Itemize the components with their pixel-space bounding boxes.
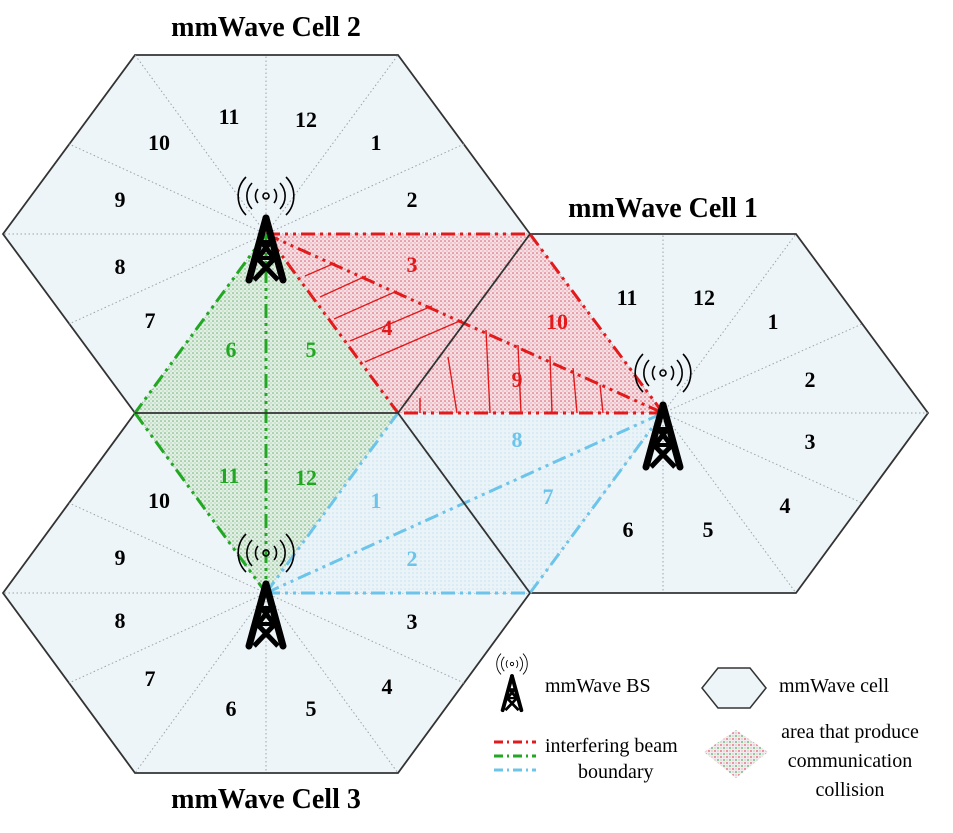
- cell-boundaries: [135, 233, 531, 594]
- cell-3-sector-11: 11: [219, 463, 240, 488]
- cell-1-sector-6: 6: [623, 517, 634, 542]
- cell-1-sector-5: 5: [703, 517, 714, 542]
- cell-2-sector-3: 3: [407, 252, 418, 277]
- cell-3-sector-3: 3: [407, 609, 418, 634]
- red-beam-boundary: [264, 232, 665, 415]
- cell-2-sector-4: 4: [382, 315, 393, 340]
- cell-2-sector-5: 5: [306, 337, 317, 362]
- cell-1-sector-4: 4: [780, 493, 791, 518]
- legend: mmWave BS mmWave cell interfering beam b…: [494, 653, 919, 801]
- legend-bs-icon: [496, 653, 528, 713]
- cell-3-sector-7: 7: [145, 666, 156, 691]
- cell-3-sector-10: 10: [148, 488, 170, 513]
- cell-3-sector-12: 12: [295, 465, 317, 490]
- cell-3-sector-6: 6: [226, 696, 237, 721]
- legend-cell-label: mmWave cell: [779, 675, 889, 697]
- cell-1-sector-10: 10: [546, 309, 568, 334]
- cell-1-sector-7: 7: [543, 484, 554, 509]
- cell-2-sector-labels: 12 1 2 3 4 5 6 7 8 9 10 11: [115, 104, 418, 362]
- cell-2-sector-8: 8: [115, 254, 126, 279]
- cell-3-sector-2: 2: [407, 546, 418, 571]
- cell-3-sector-labels: 12 1 2 3 4 5 6 7 8 9 10 11: [115, 463, 418, 721]
- cell-1-sector-11: 11: [617, 285, 638, 310]
- legend-area-label-line3: collision: [816, 779, 885, 801]
- red-collision-hatch: [304, 262, 604, 414]
- cell-3-sector-4: 4: [382, 674, 393, 699]
- cell-2-sector-9: 9: [115, 187, 126, 212]
- cell-3-sector-5: 5: [306, 696, 317, 721]
- cell-2-sector-1: 1: [371, 130, 382, 155]
- legend-area-label-line1: area that produce: [781, 721, 919, 743]
- cell-2-sector-11: 11: [219, 104, 240, 129]
- cell-2-title: mmWave Cell 2: [171, 12, 361, 43]
- cell-3-sector-9: 9: [115, 545, 126, 570]
- cell-2-sector-6: 6: [226, 337, 237, 362]
- cell-2-sector-7: 7: [145, 308, 156, 333]
- cell-3-title: mmWave Cell 3: [171, 784, 361, 815]
- legend-collision-area-icon: [704, 730, 768, 778]
- legend-beam-label-line2: boundary: [578, 761, 654, 783]
- cell-1-sector-8: 8: [512, 427, 523, 452]
- legend-area-label-line2: communication: [788, 750, 912, 772]
- legend-cell-hexagon-icon: [701, 667, 767, 709]
- legend-beam-boundary-icon: [494, 740, 536, 772]
- cell-1-sector-12: 12: [693, 285, 715, 310]
- cell-2-sector-12: 12: [295, 107, 317, 132]
- cell-1-sector-3: 3: [805, 429, 816, 454]
- cell-1-sector-labels: 12 1 2 3 4 5 6 7 8 9 10 11: [512, 285, 816, 542]
- cell-1-sector-9: 9: [512, 367, 523, 392]
- cell-3-sector-1: 1: [371, 488, 382, 513]
- legend-bs-label: mmWave BS: [545, 675, 651, 697]
- cell-2-sector-10: 10: [148, 130, 170, 155]
- cell-1-title: mmWave Cell 1: [568, 193, 758, 224]
- legend-beam-label-line1: interfering beam: [545, 735, 678, 757]
- cell-3-sector-8: 8: [115, 608, 126, 633]
- cell-1-sector-1: 1: [768, 309, 779, 334]
- cell-1-sector-2: 2: [805, 367, 816, 392]
- cell-2-sector-2: 2: [407, 187, 418, 212]
